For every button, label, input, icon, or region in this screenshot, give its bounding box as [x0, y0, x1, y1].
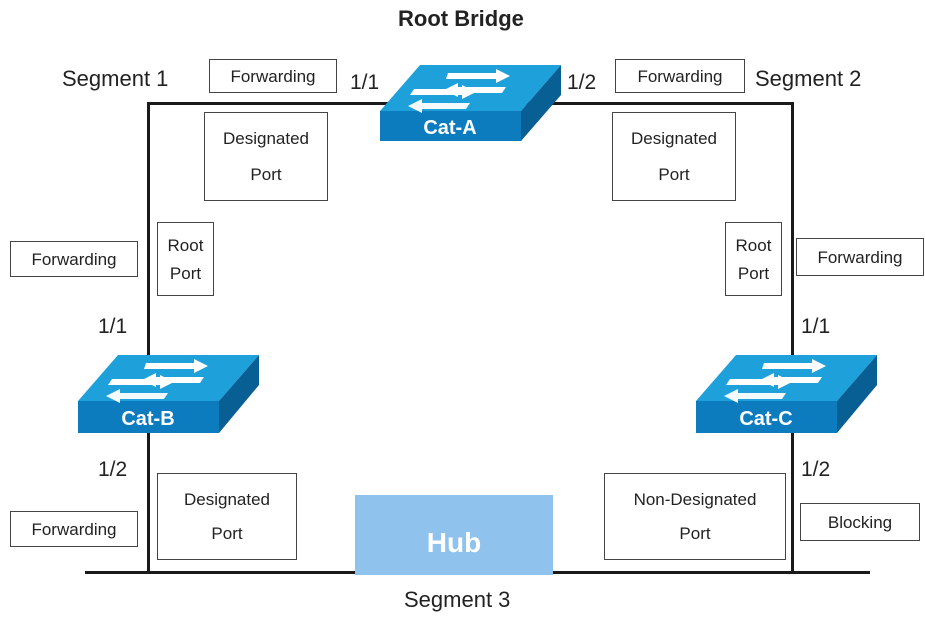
cat-a-port-1-2-state-box: Forwarding — [615, 59, 745, 93]
role-line-2: Port — [211, 524, 243, 544]
cat-a-switch: Cat-A — [380, 65, 561, 141]
switch-label: Cat-B — [121, 408, 174, 430]
switch-icon: Cat-A — [380, 65, 561, 141]
cat-c-port-1-2-state-box: Blocking — [800, 503, 920, 541]
segment-2-wire-vertical — [791, 102, 794, 572]
cat-b-port-1-2-state-box: Forwarding — [10, 511, 138, 547]
cat-a-port-1-1-state-box: Forwarding — [209, 59, 337, 93]
role-line-2: Port — [250, 164, 282, 184]
cat-c-port-1-1: 1/1 — [801, 315, 831, 338]
segment-1-wire-horizontal — [147, 102, 407, 105]
hub-label: Hub — [426, 527, 482, 558]
switch-icon: Cat-B — [78, 355, 259, 433]
switch-arrows-icon — [106, 359, 208, 403]
role-line-2: Port — [679, 524, 711, 544]
cat-a-port-1-1: 1/1 — [350, 71, 380, 94]
cat-b-port-1-1-role-box: Root Port — [157, 222, 214, 296]
cat-b-port-1-2: 1/2 — [98, 458, 128, 481]
switch-arrows-icon — [724, 359, 826, 403]
role-line-1: Root — [167, 235, 204, 255]
switch-front-face — [78, 401, 219, 433]
cat-c-port-1-2: 1/2 — [801, 458, 831, 481]
role-line-1: Designated — [630, 129, 717, 149]
cat-c-switch: Cat-C — [696, 355, 877, 433]
switch-icon: Cat-C — [696, 355, 877, 433]
cat-c-port-1-2-role-box: Non-Designated Port — [604, 473, 786, 560]
role-line-1: Non-Designated — [633, 489, 757, 509]
role-line-2: Port — [737, 263, 770, 283]
switch-arrows-icon — [408, 69, 510, 113]
cat-b-port-1-1: 1/1 — [98, 315, 128, 338]
switch-front-face — [380, 111, 521, 141]
segment-2-label: Segment 2 — [755, 66, 862, 91]
segment-1-label: Segment 1 — [62, 66, 169, 91]
switch-label: Cat-A — [423, 117, 476, 139]
segment-1-wire-vertical — [147, 102, 150, 572]
cat-a-port-1-1-role-box: Designated Port — [204, 112, 328, 201]
cat-b-switch: Cat-B — [78, 355, 259, 433]
switch-side-face — [521, 65, 561, 141]
cat-b-port-1-2-role-box: Designated Port — [157, 473, 297, 560]
segment-2-wire-horizontal — [520, 102, 794, 105]
switch-side-face — [219, 355, 259, 433]
switch-front-face — [696, 401, 837, 433]
cat-a-port-1-2: 1/2 — [567, 71, 597, 94]
role-line-1: Root — [735, 235, 772, 255]
role-line-1: Designated — [222, 129, 309, 149]
switch-side-face — [837, 355, 877, 433]
cat-a-port-1-2-role-box: Designated Port — [612, 112, 736, 201]
segment-3-label: Segment 3 — [404, 587, 511, 612]
role-line-1: Designated — [183, 489, 270, 509]
cat-c-port-1-1-role-box: Root Port — [725, 222, 782, 296]
root-bridge-title: Root Bridge — [398, 6, 524, 31]
switch-label: Cat-C — [739, 408, 792, 430]
cat-b-port-1-1-state-box: Forwarding — [10, 241, 138, 277]
cat-c-port-1-1-state-box: Forwarding — [796, 238, 924, 276]
role-line-2: Port — [658, 164, 690, 184]
hub: Hub — [355, 495, 553, 575]
role-line-2: Port — [169, 263, 202, 283]
